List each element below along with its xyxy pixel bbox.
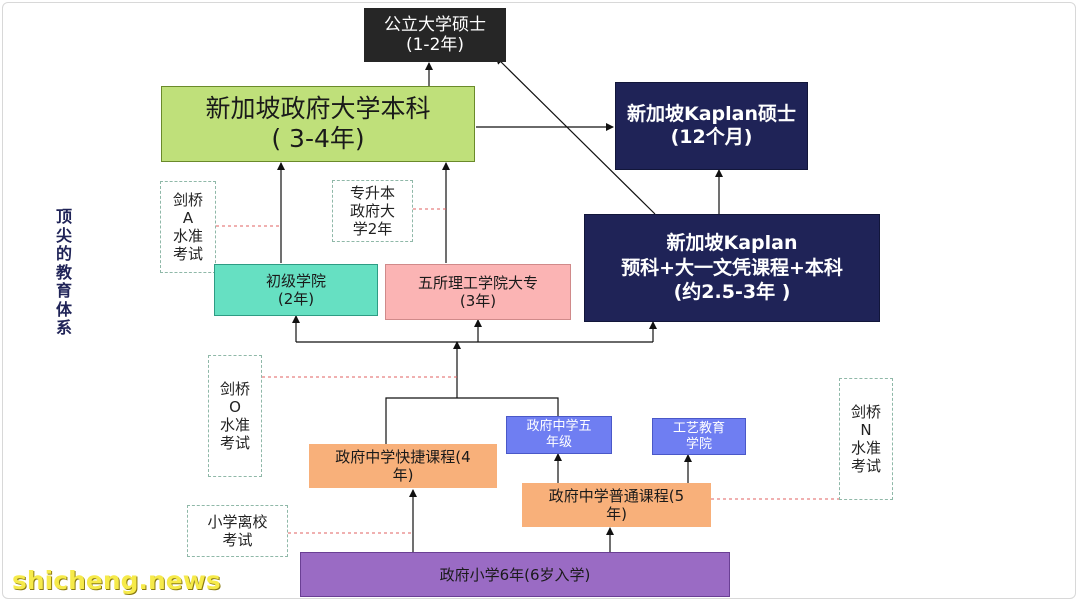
node-ite-title: 工艺教育 [672,420,725,436]
side-title-char: 尖 [55,225,72,245]
note-a-level-line: 考试 [172,245,203,263]
node-secondary-five-title: 政府中学五 [526,419,592,435]
node-kaplan-masters-duration: (12个月) [670,126,753,148]
node-gov-undergrad-duration: ( 3-4年) [271,124,365,153]
node-secondary-express-duration: 年) [392,466,414,484]
node-polytechnic-title: 五所理工学院大专 [417,274,538,292]
connector-o-level-join [385,397,559,445]
side-title: 顶 尖 的 教 育 体 系 [53,207,75,338]
note-n-level-line: N [860,421,872,439]
note-psle-line: 小学离校 [207,513,268,531]
side-title-char: 顶 [55,207,72,226]
node-secondary-express: 政府中学快捷课程(4 年) [309,444,497,488]
side-title-char: 教 [55,262,72,282]
note-o-level-line: 考试 [219,434,250,452]
node-primary: 政府小学6年(6岁入学) [300,552,730,597]
node-kaplan-pathway-programs: 预科+大一文凭课程+本科 [621,256,843,279]
node-kaplan-masters-title: 新加坡Kaplan硕士 [626,103,796,126]
note-o-level-line: 水准 [219,416,250,434]
node-secondary-five-title-2: 年级 [545,435,572,450]
node-secondary-normal-duration: 年) [606,505,627,523]
node-kaplan-masters: 新加坡Kaplan硕士 (12个月) [615,82,808,170]
node-kaplan-pathway-duration: (约2.5-3年 ) [673,281,791,304]
note-diploma-upgrade-line: 政府大 [349,202,395,220]
arrow-kaplan-pathway-to-public-masters [495,56,656,215]
node-public-masters-title: 公立大学硕士 [384,14,486,35]
note-a-level-line: A [182,209,194,227]
node-kaplan-pathway: 新加坡Kaplan 预科+大一文凭课程+本科 (约2.5-3年 ) [584,214,880,322]
node-public-masters-duration: (1-2年) [405,35,465,55]
node-kaplan-pathway-title: 新加坡Kaplan [666,231,798,254]
note-n-level-line: 考试 [850,457,881,475]
note-diploma-upgrade-line: 专升本 [349,184,395,202]
node-secondary-five: 政府中学五 年级 [506,416,612,454]
note-n-level: 剑桥 N 水准 考试 [839,378,893,500]
note-psle: 小学离校 考试 [187,505,288,557]
note-o-level-line: 剑桥 [219,380,250,398]
watermark-text: shicheng.news [12,566,221,595]
note-diploma-upgrade-line: 学2年 [352,220,393,238]
note-diploma-upgrade: 专升本 政府大 学2年 [332,180,413,242]
node-gov-undergrad: 新加坡政府大学本科 ( 3-4年) [161,86,475,162]
side-title-char: 育 [55,281,72,301]
node-junior-college-title: 初级学院 [265,272,326,290]
node-ite: 工艺教育 学院 [652,418,746,455]
node-public-masters: 公立大学硕士 (1-2年) [364,8,506,62]
note-psle-line: 考试 [222,531,253,549]
note-o-level: 剑桥 O 水准 考试 [208,355,262,477]
node-primary-title: 政府小学6年(6岁入学) [439,565,591,584]
note-n-level-line: 水准 [850,439,881,457]
note-a-level: 剑桥 A 水准 考试 [160,181,216,273]
note-n-level-line: 剑桥 [850,403,881,421]
node-junior-college: 初级学院 (2年) [214,264,378,316]
node-polytechnic-duration: (3年) [459,292,497,310]
side-title-char: 系 [55,318,72,338]
side-title-char: 体 [55,299,72,319]
note-o-level-line: O [229,398,241,416]
node-secondary-express-title: 政府中学快捷课程(4 [335,448,471,466]
node-secondary-normal: 政府中学普通课程(5 年) [522,483,711,527]
side-title-char: 的 [55,244,72,264]
node-polytechnic: 五所理工学院大专 (3年) [385,264,571,320]
node-secondary-normal-title: 政府中学普通课程(5 [548,487,685,505]
node-ite-title-2: 学院 [685,436,712,452]
note-a-level-line: 剑桥 [172,191,203,209]
node-junior-college-duration: (2年) [277,290,315,308]
note-a-level-line: 水准 [172,227,203,245]
node-gov-undergrad-title: 新加坡政府大学本科 [205,94,431,123]
